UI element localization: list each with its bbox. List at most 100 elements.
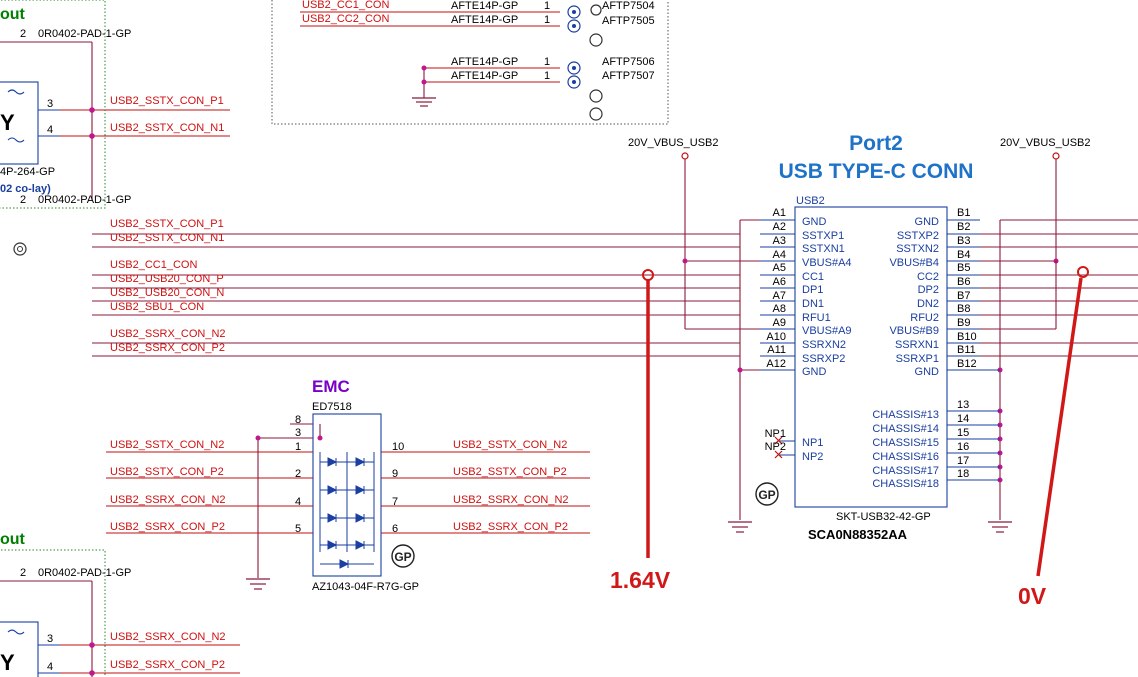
- net-label: USB2_SBU1_CON: [110, 301, 204, 313]
- pin-number: 5: [295, 523, 301, 535]
- pin-number: 14: [957, 413, 969, 425]
- tvs-diode-icon: [319, 452, 375, 569]
- pin-name: GND: [915, 366, 940, 378]
- pin-name: SSRXP1: [896, 353, 939, 365]
- pin-number: 18: [957, 468, 969, 480]
- pin-name: VBUS#B9: [889, 325, 939, 337]
- pin-number: 8: [295, 414, 301, 426]
- pin-number: B8: [957, 303, 970, 315]
- tp-part: AFTE14P-GP: [451, 70, 518, 82]
- common-mode-choke-icon: [0, 621, 39, 677]
- pin-number: A7: [773, 290, 786, 302]
- net-label: USB2_SSRX_CON_P2: [110, 342, 225, 354]
- res-top-pin: 2: [20, 567, 26, 579]
- connector-refdes: USB2: [796, 195, 825, 207]
- pin-name: GND: [802, 216, 827, 228]
- res-top-label: 0R0402-PAD-1-GP: [38, 28, 131, 40]
- emc-title: EMC: [312, 377, 350, 396]
- tp-refdes: AFTP7507: [602, 70, 655, 82]
- pin-number: 9: [392, 468, 398, 480]
- connector-body: [794, 206, 948, 508]
- pin-name: DP1: [802, 284, 823, 296]
- pin-number: B5: [957, 262, 970, 274]
- pin-name: VBUS#A9: [802, 325, 852, 337]
- net-label: USB2_SSRX_CON_P2: [110, 521, 225, 533]
- pin-number: 4: [295, 496, 301, 508]
- pin-number: 3: [295, 427, 301, 439]
- pin-name: SSTXP1: [802, 230, 844, 242]
- ground-icon: [246, 578, 270, 590]
- left-panel-bottom: out 2 0R0402-PAD-1-GP Y 3 4 USB2_SSRX_CO…: [0, 531, 240, 677]
- pin-number: B12: [957, 358, 977, 370]
- colay-note-fragment: 02 co-lay): [0, 183, 51, 195]
- connector-subtitle: USB TYPE-C CONN: [779, 160, 974, 183]
- pin-number: A4: [773, 249, 786, 261]
- pin-number: A3: [773, 235, 786, 247]
- res-bottom-label: 0R0402-PAD-1-GP: [38, 194, 131, 206]
- bus-wires: USB2_SSTX_CON_P1 USB2_SSTX_CON_N1 USB2_C…: [92, 218, 740, 357]
- tp-pin: 1: [544, 70, 550, 82]
- pin-name: RFU2: [910, 312, 939, 324]
- pin-name: SSTXN2: [896, 243, 939, 255]
- net-label: USB2_SSRX_CON_P2: [110, 659, 225, 671]
- pin-name: CC2: [917, 271, 939, 283]
- pin-number: B3: [957, 235, 970, 247]
- pin-number: A12: [766, 358, 786, 370]
- pin-number: A1: [773, 207, 786, 219]
- pin-name: GND: [915, 216, 940, 228]
- connector-part: SKT-USB32-42-GP: [836, 511, 931, 523]
- net-label: USB2_SSTX_CON_P1: [110, 218, 224, 230]
- probe-lead: [1036, 277, 1083, 577]
- pin-number: A11: [767, 344, 786, 356]
- connector-b-pins: B1 B2 B3 B4 B5 B6 B7 B8 B9 B10 B11 B12 G…: [889, 207, 1000, 378]
- pin-number: 13: [957, 399, 969, 411]
- pin-number: 10: [392, 441, 404, 453]
- net-label: USB2_CC1_CON: [302, 0, 389, 11]
- tp-refdes: AFTP7506: [602, 56, 655, 68]
- pin-name: GND: [802, 366, 827, 378]
- vbus-label-left: 20V_VBUS_USB2: [628, 137, 719, 149]
- pin-number: 16: [957, 441, 969, 453]
- no-connect-icon: [774, 436, 783, 445]
- emc-part: AZ1043-04F-R7G-GP: [312, 581, 419, 593]
- ground-icon: [728, 521, 752, 533]
- pin-name: RFU1: [802, 312, 831, 324]
- left-bottom-title-fragment: out: [0, 531, 26, 548]
- pin-name: CHASSIS#13: [872, 409, 939, 421]
- pin-number: A9: [773, 317, 786, 329]
- power-port-icon: [1052, 152, 1060, 160]
- pin-name: DN1: [802, 298, 824, 310]
- pin-number: B9: [957, 317, 970, 329]
- gp-mark-icon: [589, 4, 603, 121]
- choke-symbol-icon: Y: [0, 650, 15, 675]
- svg-text:GP: GP: [394, 550, 411, 564]
- pin-number: 15: [957, 427, 969, 439]
- left-panel-top: out 2 0R0402-PAD-1-GP Y 3 4 USB2_SSTX_CO…: [0, 0, 230, 256]
- net-label: USB2_SSTX_CON_P2: [110, 466, 224, 478]
- pin-name: SSTXP2: [897, 230, 939, 242]
- net-label: USB2_SSTX_CON_N1: [110, 232, 224, 244]
- tp-part: AFTE14P-GP: [451, 14, 518, 26]
- choke-pin-3: 3: [47, 633, 53, 645]
- pin-number: A6: [773, 276, 786, 288]
- res-top-pin: 2: [20, 28, 26, 40]
- connector-a-pins: A1 A2 A3 A4 A5 A6 A7 A8 A9 A10 A11 A12 G…: [760, 207, 852, 378]
- pin-number: 6: [392, 523, 398, 535]
- res-top-label: 0R0402-PAD-1-GP: [38, 567, 131, 579]
- gp-mark-icon: [13, 242, 27, 256]
- pin-number: B11: [957, 344, 976, 356]
- pin-name: SSRXP2: [802, 353, 845, 365]
- testpoint-pad-icon: [567, 5, 581, 89]
- testpoint-block: USB2_CC1_CON USB2_CC2_CON AFTE14P-GP AFT…: [271, 0, 669, 125]
- pin-name: DP2: [918, 284, 939, 296]
- pin-number: 1: [295, 441, 301, 453]
- pin-number: NP1: [765, 428, 786, 440]
- net-label: USB2_SSRX_CON_N2: [110, 328, 226, 340]
- pin-name: CHASSIS#18: [872, 478, 939, 490]
- net-label: USB2_CC2_CON: [302, 13, 389, 25]
- choke-part-fragment: 4P-264-GP: [0, 166, 55, 178]
- power-port-icon: [681, 152, 689, 160]
- pin-name: CC1: [802, 271, 824, 283]
- pin-number: NP2: [765, 441, 786, 453]
- emc-refdes: ED7518: [312, 401, 352, 413]
